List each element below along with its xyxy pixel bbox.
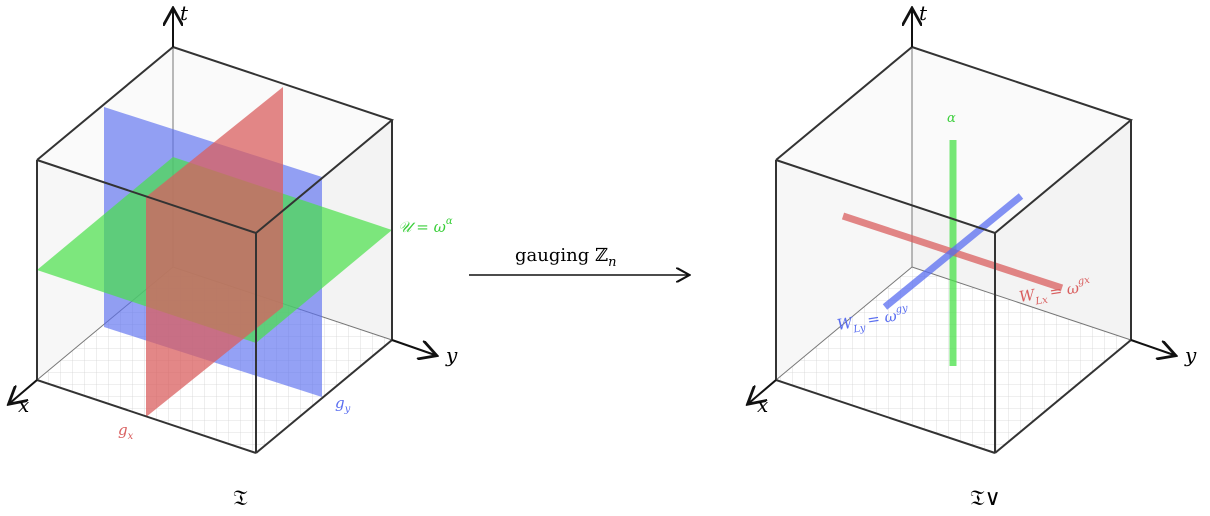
left-front-edges — [36, 45, 395, 454]
plane-gx-label: gx — [118, 421, 134, 442]
left-cube: t x y 𝒰 = ωα gx gy 𝔗 — [10, 1, 458, 511]
right-axis-t-label: t — [919, 1, 928, 25]
gauging-label: gauging ℤn — [515, 245, 616, 270]
left-axis-t-label: t — [180, 1, 189, 25]
gauging-arrow: gauging ℤn — [469, 245, 688, 275]
left-axis-x-label: x — [18, 393, 29, 417]
line-wlx-label: WLx= ωgx — [1017, 275, 1093, 310]
line-alpha-label: α — [947, 111, 956, 126]
plane-gx — [146, 87, 283, 417]
plane-gy-label: gy — [335, 394, 351, 415]
svg-text:WLx= ωgx: WLx= ωgx — [1017, 275, 1093, 310]
right-axis-y-label: y — [1184, 343, 1197, 367]
right-back-edges — [775, 47, 1132, 381]
left-axes — [10, 10, 435, 403]
line-wly-label: WLy= ωgy — [835, 303, 910, 338]
right-front-edges — [775, 45, 1134, 454]
left-axis-y-label: y — [445, 343, 458, 367]
left-theory-label: 𝔗 — [233, 486, 248, 511]
right-axes — [749, 10, 1174, 403]
right-axis-x-label: x — [757, 393, 768, 417]
plane-alpha-label: 𝒰 = ωα — [398, 216, 453, 236]
right-theory-label: 𝔗∨ — [970, 486, 1001, 511]
right-cube: t x y α WLx= ωgx WLy= ωgy 𝔗∨ — [749, 1, 1197, 511]
svg-text:WLy= ωgy: WLy= ωgy — [835, 303, 910, 338]
line-wly — [882, 193, 1024, 310]
